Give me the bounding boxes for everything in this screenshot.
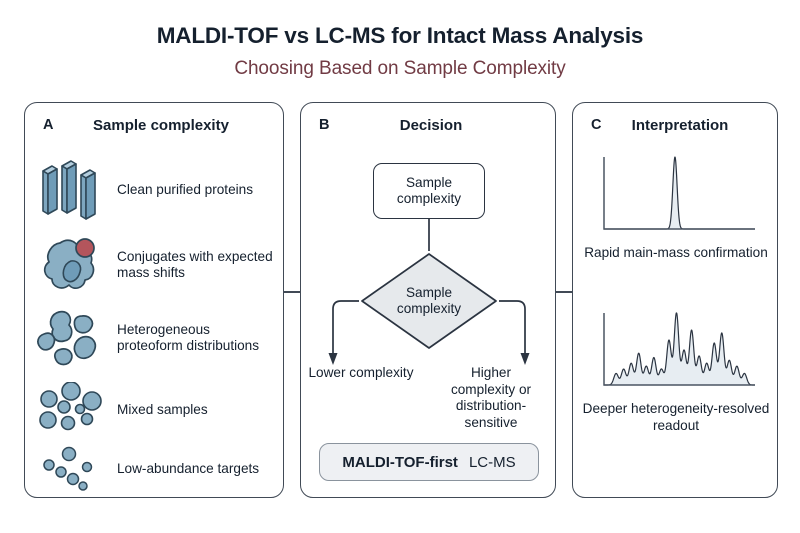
panel-c-header: C Interpretation bbox=[573, 117, 777, 139]
panel-a-header: A Sample complexity bbox=[25, 117, 283, 139]
branch-label-lower-complexity: Lower complexity bbox=[308, 365, 414, 380]
connector-b-to-c bbox=[555, 291, 573, 293]
conjugate-blob-icon bbox=[25, 235, 117, 295]
connector-a-to-b bbox=[283, 291, 301, 293]
panel-b-header: B Decision bbox=[301, 117, 555, 139]
result-badge-secondary: LC-MS bbox=[468, 453, 516, 471]
flow-connectors bbox=[328, 219, 530, 365]
multi-peak-spectrum-caption: Deeper heterogeneity-resolved readout bbox=[582, 401, 770, 433]
panel-interpretation: C Interpretation Rapid main-mass confirm… bbox=[572, 102, 778, 498]
list-item: Heterogeneous proteoform distributions bbox=[25, 299, 283, 377]
list-item-label: Clean purified proteins bbox=[117, 181, 254, 197]
flow-node-start-line1: Sample bbox=[405, 174, 453, 190]
panel-sample-complexity: A Sample complexity bbox=[24, 102, 284, 498]
single-peak-spectrum bbox=[595, 153, 759, 239]
panel-b-title: Decision bbox=[399, 117, 463, 134]
branch-label-higher-complexity: Higher complexity or distribution-sensit… bbox=[450, 365, 532, 430]
list-item-label: Conjugates with expected mass shifts bbox=[117, 248, 273, 280]
panel-c-title: Interpretation bbox=[631, 117, 729, 134]
list-item: Low-abundance targets bbox=[25, 441, 283, 497]
list-item-label: Heterogeneous proteoform distributions bbox=[117, 321, 260, 353]
flow-node-decision: Sample complexity bbox=[359, 251, 499, 351]
panel-b-letter: B bbox=[319, 117, 330, 133]
flow-node-decision-line1: Sample bbox=[405, 284, 453, 300]
panel-c-letter: C bbox=[591, 117, 602, 133]
panel-a-title: Sample complexity bbox=[93, 117, 229, 134]
result-badge: MALDI-TOF-first LC-MS bbox=[319, 443, 539, 481]
result-badge-primary: MALDI-TOF-first bbox=[342, 453, 458, 471]
panel-decision: B Decision Sample complexity Sample comp… bbox=[300, 102, 556, 498]
list-item: Conjugates with expected mass shifts bbox=[25, 229, 283, 301]
list-item: Mixed samples bbox=[25, 377, 283, 443]
mixed-dots-icon bbox=[25, 382, 117, 438]
list-item-label: Mixed samples bbox=[117, 401, 208, 417]
list-item: Clean purified proteins bbox=[25, 151, 283, 229]
flow-node-decision-line2: complexity bbox=[396, 301, 462, 316]
panel-a-letter: A bbox=[43, 117, 54, 133]
protein-bars-icon bbox=[25, 159, 117, 221]
proteoform-cluster-icon bbox=[25, 307, 117, 369]
flow-node-start: Sample complexity bbox=[373, 163, 485, 219]
multi-peak-spectrum bbox=[595, 309, 759, 395]
figure-subtitle: Choosing Based on Sample Complexity bbox=[234, 58, 566, 79]
single-peak-spectrum-caption: Rapid main-mass confirmation bbox=[584, 245, 768, 260]
sparse-dots-icon bbox=[25, 445, 117, 493]
flow-node-start-line2: complexity bbox=[396, 191, 462, 206]
figure-title: MALDI-TOF vs LC-MS for Intact Mass Analy… bbox=[156, 23, 644, 48]
list-item-label: Low-abundance targets bbox=[117, 460, 260, 476]
